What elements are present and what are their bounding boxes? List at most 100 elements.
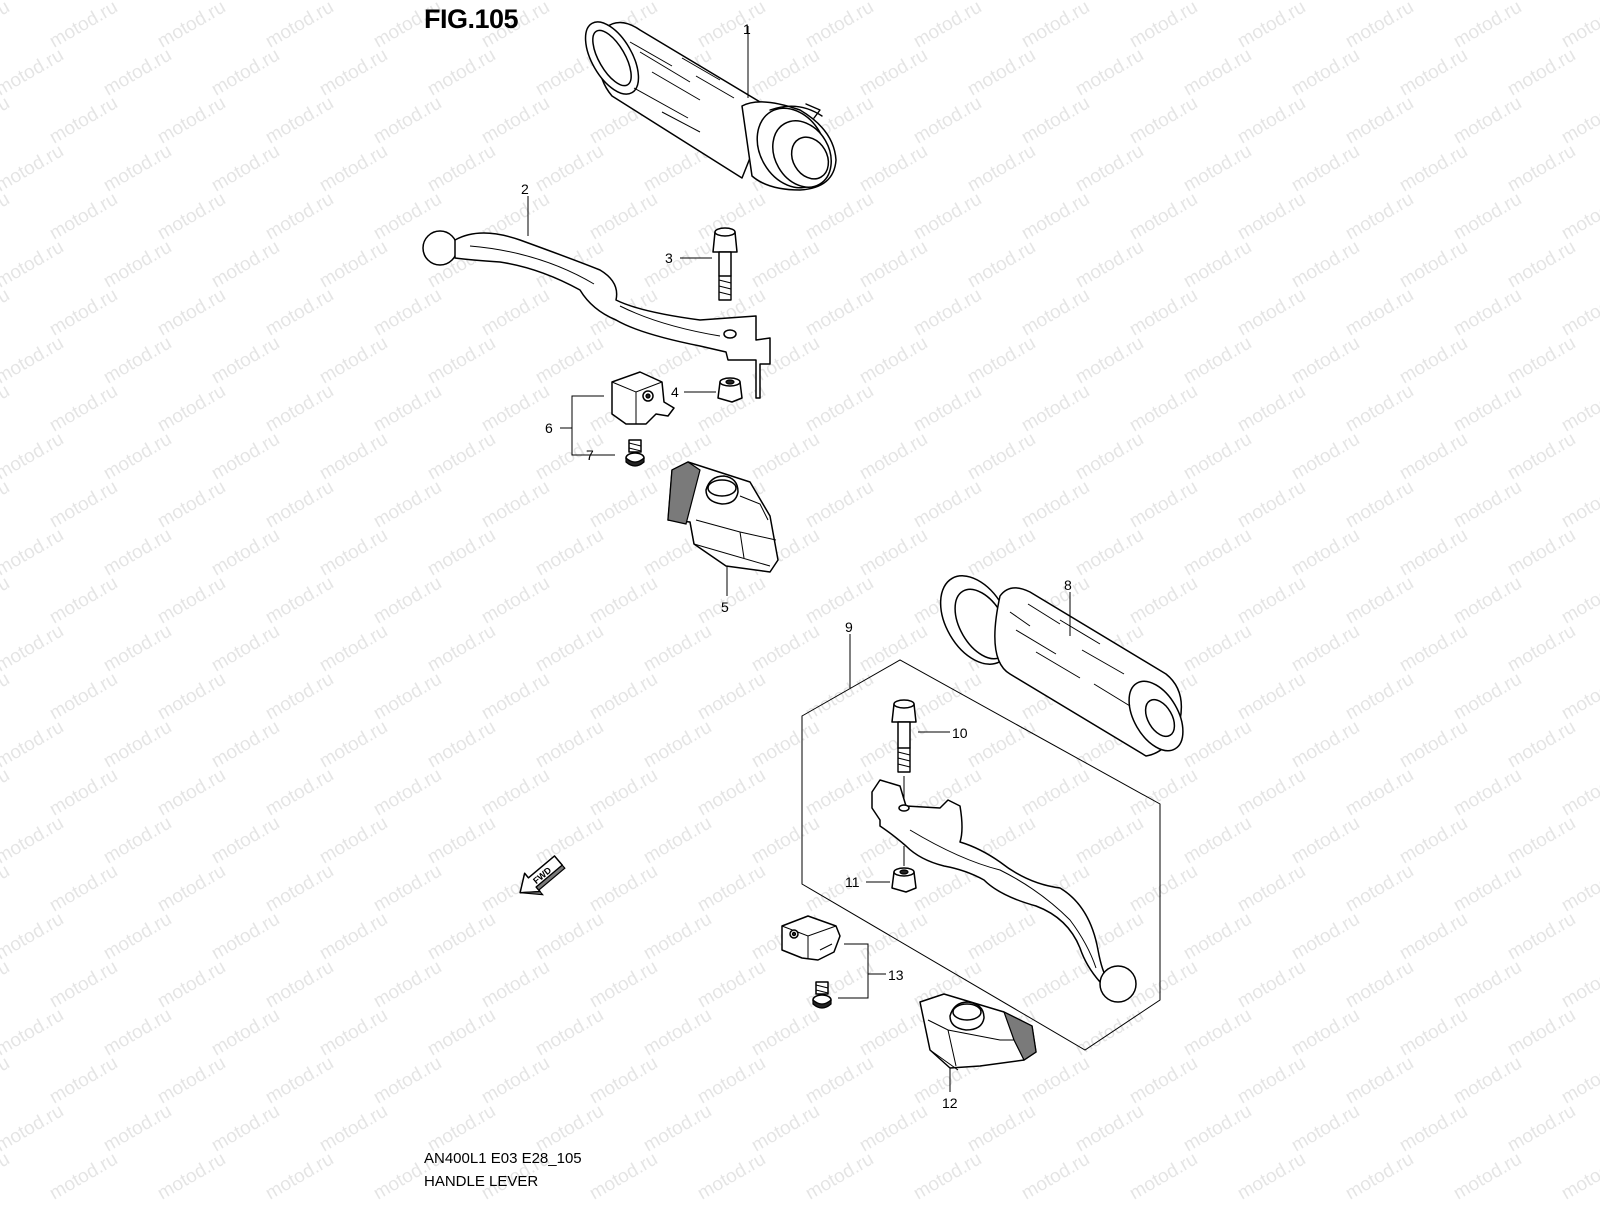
watermark-text: motod.ru [1126, 189, 1201, 245]
watermark-text: motod.ru [1126, 861, 1201, 917]
watermark-text: motod.ru [802, 669, 877, 725]
watermark-text: motod.ru [100, 141, 175, 197]
watermark-text: motod.ru [0, 477, 13, 533]
watermark-text: motod.ru [1450, 669, 1525, 725]
watermark-text: motod.ru [0, 765, 13, 821]
watermark-text: motod.ru [1504, 909, 1579, 965]
watermark-text: motod.ru [208, 141, 283, 197]
part-9-rear-brake-lever[interactable] [871, 776, 1137, 1003]
watermark-text: motod.ru [424, 429, 499, 485]
watermark-text: motod.ru [478, 669, 553, 725]
watermark-text: motod.ru [1180, 813, 1255, 869]
watermark-text: motod.ru [1180, 333, 1255, 389]
watermark-text: motod.ru [1126, 957, 1201, 1013]
watermark-text: motod.ru [46, 93, 121, 149]
watermark-text: motod.ru [694, 0, 769, 52]
part-2-brake-lever[interactable]: 2 [422, 181, 771, 399]
watermark-text: motod.ru [1288, 429, 1363, 485]
callout-11: 11 [845, 874, 860, 890]
watermark-text: motod.ru [316, 1005, 391, 1061]
watermark-text: motod.ru [262, 0, 337, 52]
watermark-text: motod.ru [1288, 717, 1363, 773]
watermark-text: motod.ru [1504, 45, 1579, 101]
watermark-text: motod.ru [424, 813, 499, 869]
watermark-text: motod.ru [424, 909, 499, 965]
watermark-text: motod.ru [262, 765, 337, 821]
watermark-text: motod.ru [1504, 237, 1579, 293]
watermark-text: motod.ru [0, 93, 13, 149]
watermark-text: motod.ru [1234, 957, 1309, 1013]
callout-3: 3 [665, 250, 673, 266]
part-5-lever-holder[interactable]: 5 [667, 461, 779, 615]
watermark-text: motod.ru [586, 957, 661, 1013]
watermark-text: motod.ru [1396, 45, 1471, 101]
watermark-text: motod.ru [262, 957, 337, 1013]
part-12-lever-holder[interactable]: 12 [919, 993, 1037, 1111]
watermark-text: motod.ru [0, 237, 67, 293]
watermark-text: motod.ru [694, 765, 769, 821]
watermark-text: motod.ru [424, 717, 499, 773]
watermark-text: motod.ru [208, 333, 283, 389]
watermark-text: motod.ru [316, 909, 391, 965]
watermark-text: motod.ru [748, 237, 823, 293]
watermark-text: motod.ru [0, 909, 67, 965]
watermark-text: motod.ru [532, 1005, 607, 1061]
callout-4: 4 [671, 384, 679, 400]
watermark-text: motod.ru [424, 1005, 499, 1061]
watermark-text: motod.ru [154, 957, 229, 1013]
watermark-text: motod.ru [748, 429, 823, 485]
watermark-text: motod.ru [1558, 477, 1600, 533]
watermark-text: motod.ru [748, 1005, 823, 1061]
watermark-text: motod.ru [154, 0, 229, 52]
watermark-text: motod.ru [1396, 429, 1471, 485]
watermark-text: motod.ru [0, 285, 13, 341]
watermark-text: motod.ru [1072, 237, 1147, 293]
watermark-text: motod.ru [154, 1149, 229, 1200]
part-10-pivot-bolt[interactable]: 10 [891, 699, 968, 773]
watermark-text: motod.ru [46, 189, 121, 245]
watermark-text: motod.ru [1180, 45, 1255, 101]
watermark-text: motod.ru [640, 1005, 715, 1061]
watermark-text: motod.ru [154, 669, 229, 725]
part-8-left-grip[interactable]: 8 [926, 563, 1194, 759]
part-1-throttle-grip[interactable]: 1 [575, 13, 843, 200]
watermark-text: motod.ru [1450, 1149, 1525, 1200]
watermark-text: motod.ru [316, 141, 391, 197]
watermark-text: motod.ru [100, 1005, 175, 1061]
watermark-text: motod.ru [1342, 381, 1417, 437]
watermark-text: motod.ru [1234, 1149, 1309, 1200]
watermark-text: motod.ru [46, 957, 121, 1013]
part-13-brake-switch[interactable] [781, 915, 841, 1009]
callout-6: 6 [545, 420, 553, 436]
watermark-text: motod.ru [424, 1101, 499, 1157]
part-7-switch-screw[interactable] [625, 439, 645, 467]
watermark-text: motod.ru [154, 381, 229, 437]
watermark-text: motod.ru [370, 669, 445, 725]
part-6-brake-switch[interactable] [611, 371, 675, 425]
watermark-text: motod.ru [1072, 45, 1147, 101]
watermark-text: motod.ru [0, 0, 67, 4]
watermark-text: motod.ru [370, 573, 445, 629]
watermark-text: motod.ru [154, 285, 229, 341]
watermark-text: motod.ru [910, 285, 985, 341]
watermark-text: motod.ru [1396, 717, 1471, 773]
watermark-text: motod.ru [478, 573, 553, 629]
watermark-text: motod.ru [910, 477, 985, 533]
watermark-text: motod.ru [370, 381, 445, 437]
watermark-text: motod.ru [100, 45, 175, 101]
watermark-text: motod.ru [748, 813, 823, 869]
watermark-text: motod.ru [1180, 237, 1255, 293]
watermark-text: motod.ru [316, 1101, 391, 1157]
callout-10: 10 [952, 725, 968, 741]
watermark-text: motod.ru [1504, 717, 1579, 773]
callout-8: 8 [1064, 577, 1072, 593]
watermark-text: motod.ru [208, 429, 283, 485]
part-11-nut[interactable]: 11 [845, 867, 917, 893]
watermark-text: motod.ru [1126, 1149, 1201, 1200]
part-4-nut[interactable]: 4 [671, 377, 743, 403]
watermark-text: motod.ru [856, 141, 931, 197]
watermark-text: motod.ru [262, 477, 337, 533]
watermark-text: motod.ru [1180, 1005, 1255, 1061]
watermark-text: motod.ru [262, 1053, 337, 1109]
part-3-pivot-bolt[interactable]: 3 [665, 227, 738, 301]
